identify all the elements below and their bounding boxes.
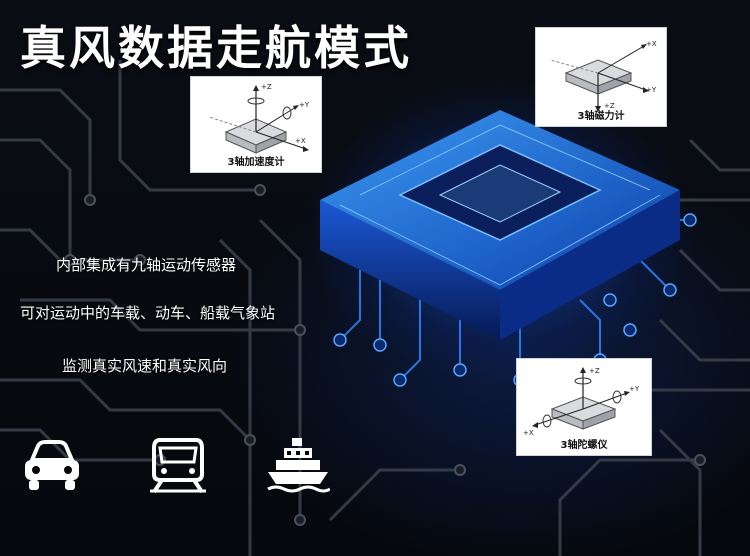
processor-chip [320,110,680,340]
gyroscope-y-label: +Y [629,385,640,393]
accelerometer-diagram [208,85,309,154]
gyroscope-x-label: +X [523,429,534,437]
accelerometer-card: +Z +Y +X 3轴加速度计 [190,76,322,173]
magnetometer-z-label: +Z [604,102,615,110]
magnetometer-diagram [549,44,649,112]
page-title: 真风数据走航模式 [20,21,412,75]
gyroscope-diagram [532,367,630,430]
accelerometer-x-label: +X [295,137,306,145]
gyroscope-caption: 3轴陀螺仪 [560,440,608,451]
gyroscope-card: +Z +Y +X 3轴陀螺仪 [516,358,652,456]
car-icon [25,440,79,490]
magnetometer-x-label: +X [646,40,657,48]
magnetometer-card: +X +Y +Z 3轴磁力计 [535,27,667,127]
accelerometer-y-label: +Y [299,101,310,109]
magnetometer-caption: 3轴磁力计 [577,111,625,122]
gyroscope-z-label: +Z [589,367,600,375]
accelerometer-z-label: +Z [261,83,272,91]
ship-icon [267,438,330,493]
feature-text-2: 可对运动中的车载、动车、船载气象站 [20,304,276,322]
magnetometer-y-label: +Y [646,86,657,94]
feature-text-1: 内部集成有九轴运动传感器 [56,256,237,274]
train-icon [150,438,206,494]
feature-text-3: 监测真实风速和真实风向 [62,357,228,375]
accelerometer-caption: 3轴加速度计 [227,157,285,168]
